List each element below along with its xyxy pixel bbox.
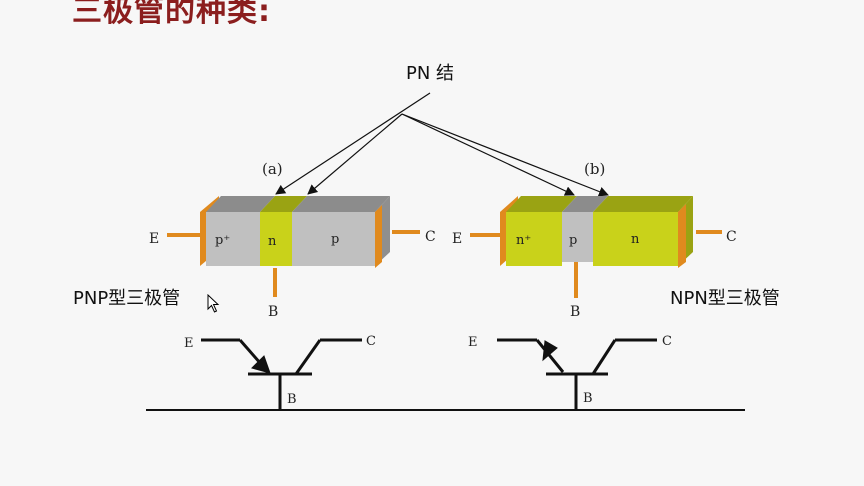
- pnp-symbol-base: B: [287, 392, 297, 407]
- npn-region-n: n: [631, 232, 640, 247]
- pnp-collector-label: C: [425, 229, 436, 245]
- pnp-region-n: n: [268, 234, 277, 249]
- pnp-region-p-plus: p⁺: [215, 233, 230, 248]
- diagram-a-tag: (a): [262, 160, 283, 178]
- pnp-symbol-collector: C: [366, 334, 376, 349]
- npn-type-label: NPN型三极管: [670, 288, 780, 309]
- diagram-b-tag: (b): [584, 160, 605, 178]
- npn-emitter-label: E: [452, 231, 462, 247]
- pn-pointer-arrows: [275, 92, 609, 197]
- npn-symbol-base: B: [583, 391, 593, 406]
- npn-region-p: p: [569, 233, 577, 248]
- pnp-region-p: p: [331, 232, 339, 247]
- pnp-base-label: B: [268, 304, 278, 320]
- pnp-type-label: PNP型三极管: [73, 288, 181, 309]
- npn-base-label: B: [570, 304, 580, 320]
- pnp-symbol: [201, 338, 362, 410]
- slide-title: 三极管的种类:: [72, 0, 271, 29]
- mouse-pointer-icon: [207, 293, 221, 318]
- npn-region-n-plus: n⁺: [516, 233, 531, 248]
- npn-symbol: [497, 338, 657, 410]
- npn-collector-label: C: [726, 229, 737, 245]
- pnp-block: (a) p⁺ n p E C B: [149, 160, 436, 320]
- npn-block: (b) n⁺ p n E C B: [452, 160, 737, 320]
- pnp-emitter-label: E: [149, 231, 159, 247]
- npn-symbol-emitter: E: [468, 335, 478, 350]
- pnp-symbol-emitter: E: [184, 336, 194, 351]
- npn-symbol-collector: C: [662, 334, 672, 349]
- pn-junction-label: PN 结: [406, 63, 455, 84]
